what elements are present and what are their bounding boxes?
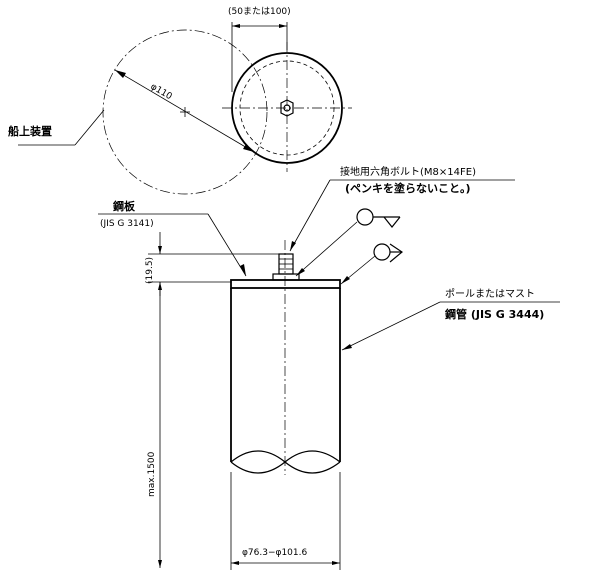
weld-symbol-top [356, 208, 374, 226]
deck-fitting-label: 船上装置 [8, 124, 52, 138]
diameter-110-label: φ110 [149, 82, 174, 102]
steel-plate-label: 鋼板 [112, 199, 136, 213]
diameter-line [114, 69, 255, 153]
deck-fitting-circle [102, 29, 268, 195]
grounding-bolt-note: (ペンキを塗らないこと。) [345, 181, 471, 195]
pipe-break-lower [230, 450, 341, 474]
pole-mast-label: ポールまたはマスト [445, 288, 535, 300]
cap-plate [230, 279, 341, 289]
steel-plate-standard: (JIS G 3141) [100, 219, 154, 229]
steel-pipe-label: 鋼管 (JIS G 3444) [444, 307, 544, 321]
bolt-hex-top [280, 99, 294, 117]
offset-dimension-label: (50または100) [228, 6, 291, 17]
height-19-5-label: (19.5) [145, 257, 155, 284]
diameter-range-label: φ76.3−φ101.6 [242, 548, 307, 558]
max-length-label: max.1500 [147, 451, 157, 497]
grounding-bolt-label: 接地用六角ボルト(M8×14FE) [340, 165, 476, 178]
weld-symbol-bottom [373, 243, 391, 261]
